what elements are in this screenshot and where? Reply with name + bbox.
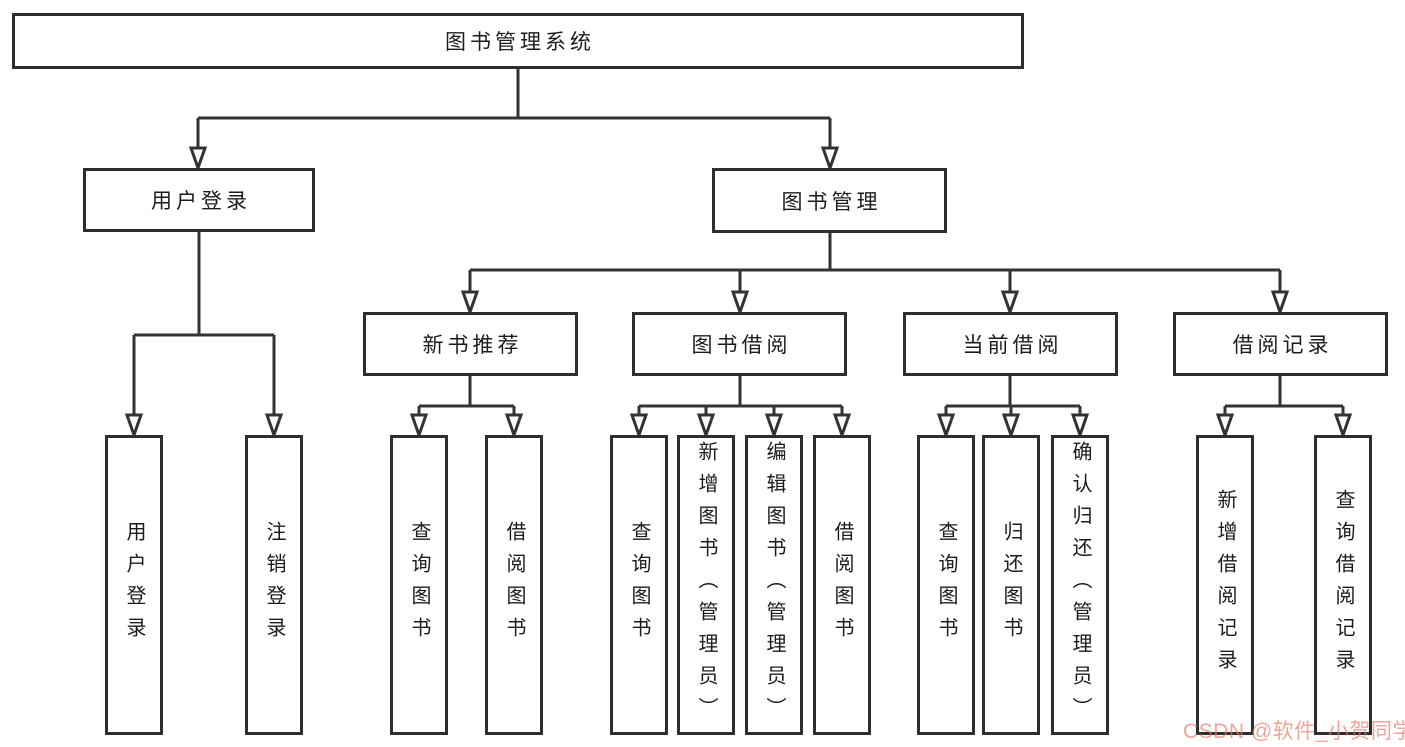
leaf-label: 查询图书: [935, 521, 957, 649]
leaf-query-books-borrow: 查询图书: [610, 435, 668, 735]
leaf-confirm-return-admin: 确认归还（管理员）: [1051, 435, 1109, 735]
leaf-add-books-admin: 新增图书（管理员）: [677, 435, 735, 735]
node-current-borrowing: 当前借阅: [903, 312, 1118, 376]
leaf-query-borrow-record: 查询借阅记录: [1314, 435, 1372, 735]
node-user-login-branch: 用户登录: [83, 168, 315, 232]
node-book-borrowing: 图书借阅: [632, 312, 847, 376]
leaf-label: 注销登录: [263, 521, 285, 649]
leaf-label: 新增图书（管理员）: [695, 441, 717, 729]
leaf-borrow-books: 借阅图书: [813, 435, 871, 735]
leaf-label: 确认归还（管理员）: [1069, 441, 1091, 729]
leaf-label: 归还图书: [1000, 521, 1022, 649]
node-book-management-branch: 图书管理: [712, 168, 947, 233]
leaf-label: 借阅图书: [503, 521, 525, 649]
leaf-borrow-books-recommend: 借阅图书: [485, 435, 543, 735]
leaf-query-books-current: 查询图书: [917, 435, 975, 735]
leaf-label: 查询图书: [628, 521, 650, 649]
csdn-watermark: CSDN @软件_小贺同学: [1183, 720, 1405, 743]
leaf-label: 借阅图书: [831, 521, 853, 649]
node-new-book-recommendation: 新书推荐: [363, 312, 578, 376]
leaf-label: 编辑图书（管理员）: [763, 441, 785, 729]
node-root-library-management-system: 图书管理系统: [12, 13, 1024, 69]
node-borrowing-records: 借阅记录: [1173, 312, 1388, 376]
leaf-label: 用户登录: [123, 521, 145, 649]
leaf-user-login: 用户登录: [105, 435, 163, 735]
leaf-logout: 注销登录: [245, 435, 303, 735]
leaf-add-borrow-record: 新增借阅记录: [1196, 435, 1254, 735]
leaf-label: 查询图书: [408, 521, 430, 649]
leaf-label: 新增借阅记录: [1214, 489, 1236, 681]
leaf-label: 查询借阅记录: [1332, 489, 1354, 681]
leaf-query-books-recommend: 查询图书: [390, 435, 448, 735]
leaf-return-books: 归还图书: [982, 435, 1040, 735]
leaf-edit-books-admin: 编辑图书（管理员）: [745, 435, 803, 735]
